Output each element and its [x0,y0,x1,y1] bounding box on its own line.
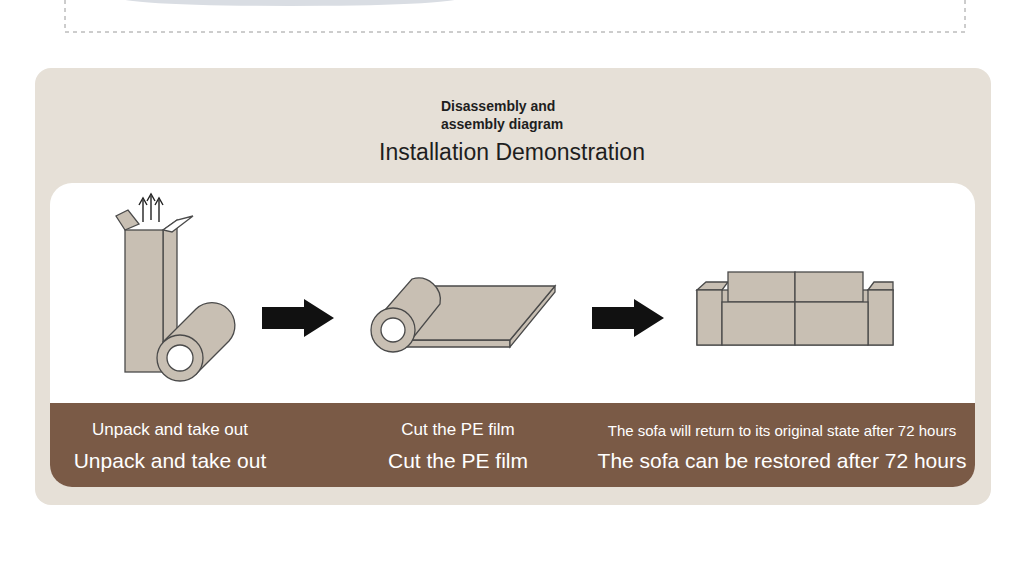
up-arrows [139,194,163,222]
step-caption: Unpack and take out [92,420,248,440]
white-panel [50,183,975,487]
block-arrow [262,299,334,337]
step-node: The sofa will return to its original sta… [664,195,910,400]
brown-band [50,403,975,487]
diagram-title: Installation Demonstration [0,139,1024,166]
step-caption: Cut the PE film [401,420,514,440]
step-caption: Unpack and take out [74,448,267,473]
box-illustration [116,210,193,372]
step-node: Cut the PE filmCut the PE film [334,195,592,400]
dashed-frame [65,0,965,32]
block-arrow [592,299,664,337]
subtitle-label: Disassembly and assembly diagram [441,97,581,133]
beige-panel [35,68,991,505]
step-caption: The sofa will return to its original sta… [608,422,957,440]
step-caption: Cut the PE film [388,448,528,473]
top-shadow [120,0,460,6]
sofa-illustration [697,272,893,345]
step-caption: The sofa can be restored after 72 hours [598,448,967,473]
roll-illustration [157,303,235,381]
mat-illustration [371,278,555,352]
step-node: Unpack and take outUnpack and take out [100,195,262,400]
